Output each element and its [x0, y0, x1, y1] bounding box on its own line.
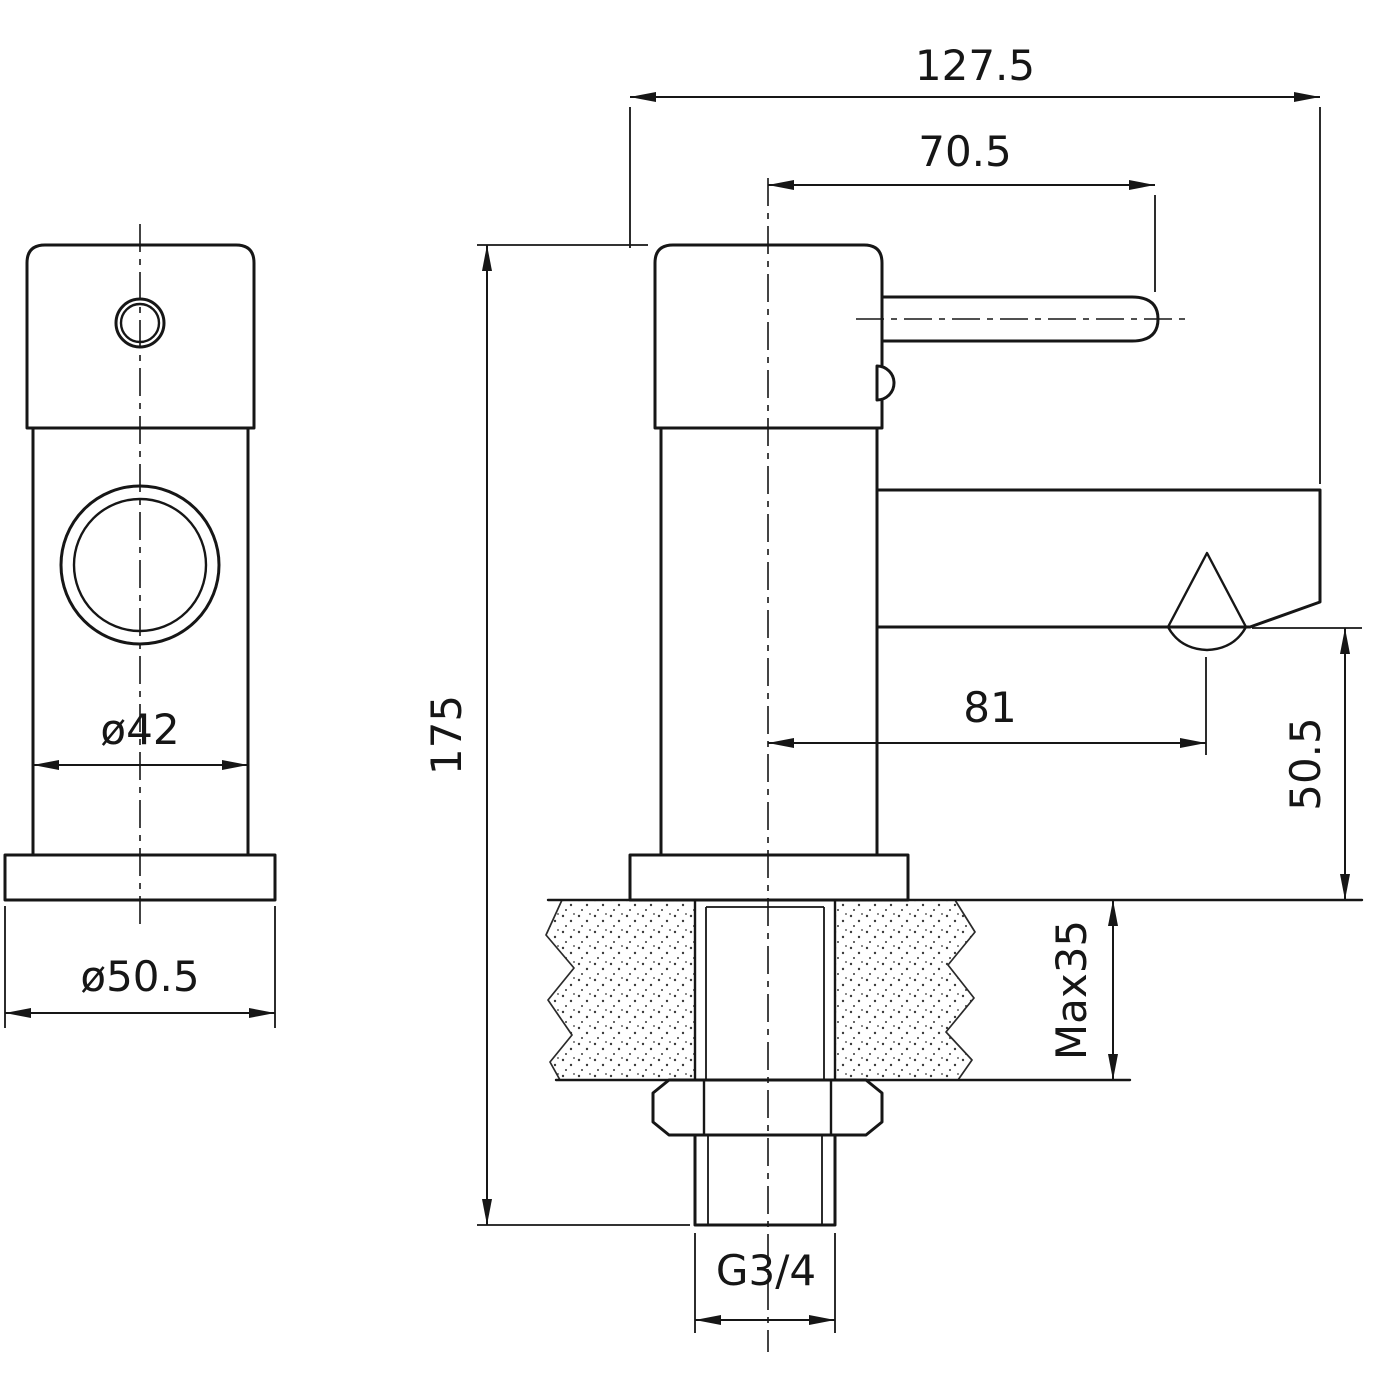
fixing-nut-facets [702, 1078, 833, 1137]
handle-reach-label: 70.5 [918, 127, 1012, 176]
total-height-label: 175 [422, 695, 471, 775]
threaded-tail [693, 1133, 837, 1227]
tap-body-side [659, 426, 879, 857]
handle-pivot-bump [875, 364, 896, 402]
threaded-tail-thread-lines [707, 1135, 823, 1225]
base-diameter-label: ø50.5 [80, 952, 199, 1001]
base-plate-side [628, 853, 910, 902]
total-height-extension-lines [477, 244, 690, 1226]
max-deck-thickness-label: Max35 [1047, 920, 1096, 1060]
centerlines [139, 178, 1186, 1352]
shank-thread-lines [705, 906, 825, 1080]
body-diameter-label: ø42 [100, 705, 179, 754]
overall-width-label: 127.5 [915, 41, 1035, 90]
spout-height-label: 50.5 [1281, 717, 1330, 811]
spout-side [875, 488, 1322, 629]
shank-through-deck [693, 898, 837, 1082]
aerator-tip [1166, 551, 1248, 652]
deck-section-left [545, 899, 696, 1081]
base-diameter-extension-lines [4, 906, 276, 1028]
dimension-labels: ø42 ø50.5 127.5 70.5 81 175 50.5 Max35 G… [80, 41, 1330, 1295]
side-view [477, 92, 1364, 1333]
deck-section-right [834, 899, 976, 1081]
thread-size-label: G3/4 [716, 1246, 816, 1295]
overall-width-extension-lines [629, 107, 1321, 484]
spout-reach-label: 81 [963, 683, 1016, 732]
base-plate-front [3, 853, 277, 902]
